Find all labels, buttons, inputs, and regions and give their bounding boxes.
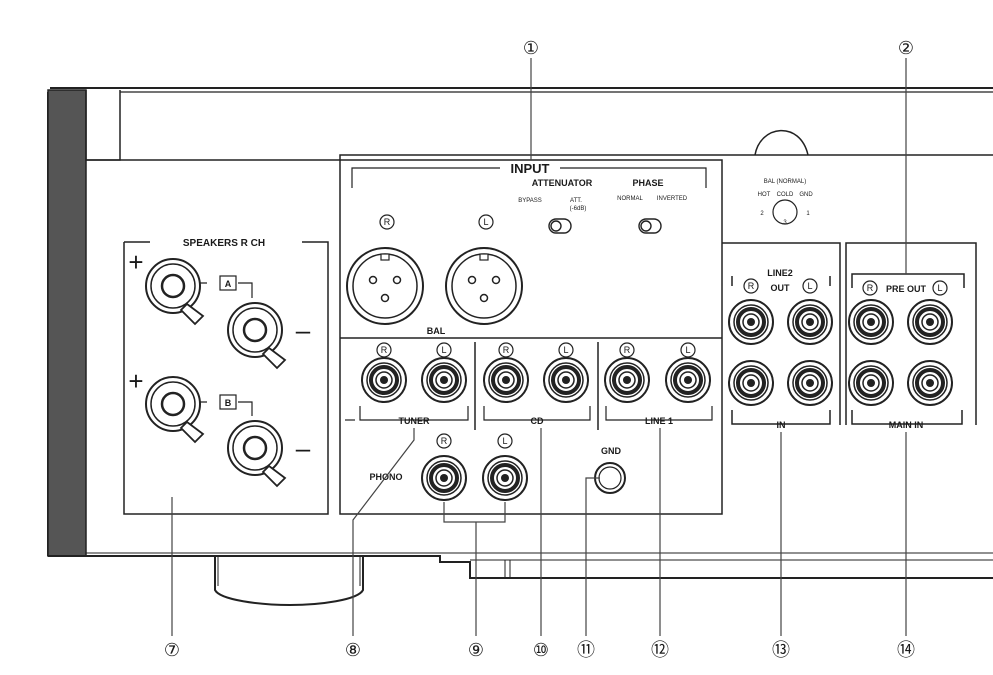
pin2-label: 2 bbox=[760, 211, 764, 217]
attenuator-label: ATTENUATOR bbox=[532, 178, 593, 188]
speaker-a-box bbox=[219, 275, 237, 291]
callout-11: ⑪ bbox=[577, 640, 595, 660]
callout-1: ① bbox=[523, 38, 539, 58]
r-mark-label: R bbox=[503, 345, 510, 355]
phase-switch[interactable] bbox=[638, 218, 662, 234]
normal-label: NORMAL bbox=[617, 196, 643, 202]
pre-out-label: PRE OUT bbox=[886, 284, 927, 294]
tuner-label: TUNER bbox=[399, 416, 430, 426]
tuner-l-jack[interactable] bbox=[420, 356, 468, 404]
phono-r-jack[interactable] bbox=[420, 454, 468, 502]
speaker-a-minus-sign: – bbox=[296, 315, 311, 345]
bal-pin-diagram bbox=[772, 199, 798, 225]
speaker-b-minus-sign: – bbox=[296, 433, 311, 463]
main-in-l-jack[interactable] bbox=[906, 359, 954, 407]
callout-12: ⑫ bbox=[651, 640, 669, 660]
phono-l-jack[interactable] bbox=[481, 454, 529, 502]
xlr-jack-l[interactable] bbox=[445, 247, 523, 325]
gnd-terminal-inner bbox=[598, 466, 622, 490]
gnd-label: GND bbox=[601, 446, 622, 456]
speaker-b-label: B bbox=[225, 398, 232, 408]
speakers-label: SPEAKERS R CH bbox=[183, 238, 265, 249]
attenuator-switch[interactable] bbox=[548, 218, 572, 234]
speaker-b-plus-terminal[interactable] bbox=[144, 375, 205, 444]
line2-out-r-jack[interactable] bbox=[727, 298, 775, 346]
hot-label: HOT bbox=[758, 192, 771, 198]
tuner-r-jack[interactable] bbox=[360, 356, 408, 404]
line2-label: LINE2 bbox=[767, 268, 793, 278]
callout-10: ⑩ bbox=[533, 640, 549, 660]
cd-r-jack[interactable] bbox=[482, 356, 530, 404]
l-mark-label: L bbox=[685, 345, 690, 355]
line2-in-l-jack[interactable] bbox=[786, 359, 834, 407]
speaker-a-minus-terminal[interactable] bbox=[226, 301, 287, 370]
cold-label: COLD bbox=[777, 192, 794, 198]
speaker-a-label: A bbox=[225, 279, 232, 289]
att-label: ATT. bbox=[570, 198, 582, 204]
line1-r-jack[interactable] bbox=[603, 356, 651, 404]
pin3-label: 3 bbox=[783, 220, 787, 226]
line2-panel bbox=[722, 242, 841, 425]
l-mark-label: L bbox=[483, 217, 488, 227]
callout-14: ⑭ bbox=[897, 640, 915, 660]
l-mark-label: L bbox=[563, 345, 568, 355]
input-label: INPUT bbox=[511, 161, 550, 176]
r-mark-label: R bbox=[441, 436, 448, 446]
pre-main-panel bbox=[845, 242, 977, 425]
speaker-b-plus-sign: + bbox=[128, 366, 143, 396]
line2-out-label: OUT bbox=[771, 283, 791, 293]
line1-label: LINE 1 bbox=[645, 416, 673, 426]
l-mark-label: L bbox=[441, 345, 446, 355]
xlr-jack-r[interactable] bbox=[346, 247, 424, 325]
callout-2: ② bbox=[898, 38, 914, 58]
callout-9: ⑨ bbox=[468, 640, 484, 660]
bal-normal-label: BAL (NORMAL) bbox=[764, 179, 806, 185]
r-mark-label: R bbox=[624, 345, 631, 355]
callout-leaders bbox=[171, 58, 907, 636]
pre-out-r-jack[interactable] bbox=[847, 298, 895, 346]
phase-label: PHASE bbox=[632, 178, 663, 188]
callout-7: ⑦ bbox=[164, 640, 180, 660]
callout-8: ⑧ bbox=[345, 640, 361, 660]
speaker-a-plus-sign: + bbox=[128, 247, 143, 277]
pin1-label: 1 bbox=[806, 211, 810, 217]
r-mark-label: R bbox=[867, 283, 874, 293]
pre-out-l-jack[interactable] bbox=[906, 298, 954, 346]
bal-label: BAL bbox=[427, 326, 446, 336]
chassis bbox=[47, 87, 993, 607]
main-in-r-jack[interactable] bbox=[847, 359, 895, 407]
speaker-b-box bbox=[219, 394, 237, 410]
bypass-label: BYPASS bbox=[518, 198, 542, 204]
speaker-b-minus-terminal[interactable] bbox=[226, 419, 287, 488]
line2-in-label: IN bbox=[777, 420, 786, 430]
l-mark-label: L bbox=[502, 436, 507, 446]
att-db-label: (-6dB) bbox=[570, 206, 587, 212]
callout-13: ⑬ bbox=[772, 640, 790, 660]
cd-l-jack[interactable] bbox=[542, 356, 590, 404]
inverted-label: INVERTED bbox=[657, 196, 688, 202]
line1-l-jack[interactable] bbox=[664, 356, 712, 404]
r-mark-label: R bbox=[381, 345, 388, 355]
cd-label: CD bbox=[531, 416, 544, 426]
line2-in-r-jack[interactable] bbox=[727, 359, 775, 407]
input-panel bbox=[339, 159, 723, 515]
l-mark-label: L bbox=[937, 283, 942, 293]
r-mark-label: R bbox=[384, 217, 391, 227]
main-in-label: MAIN IN bbox=[889, 420, 924, 430]
speaker-a-plus-terminal[interactable] bbox=[144, 257, 205, 326]
r-mark-label: R bbox=[748, 281, 755, 291]
gnd-pin-label: GND bbox=[799, 192, 813, 198]
group-brackets bbox=[345, 406, 713, 421]
l-mark-label: L bbox=[807, 281, 812, 291]
line2-out-l-jack[interactable] bbox=[786, 298, 834, 346]
